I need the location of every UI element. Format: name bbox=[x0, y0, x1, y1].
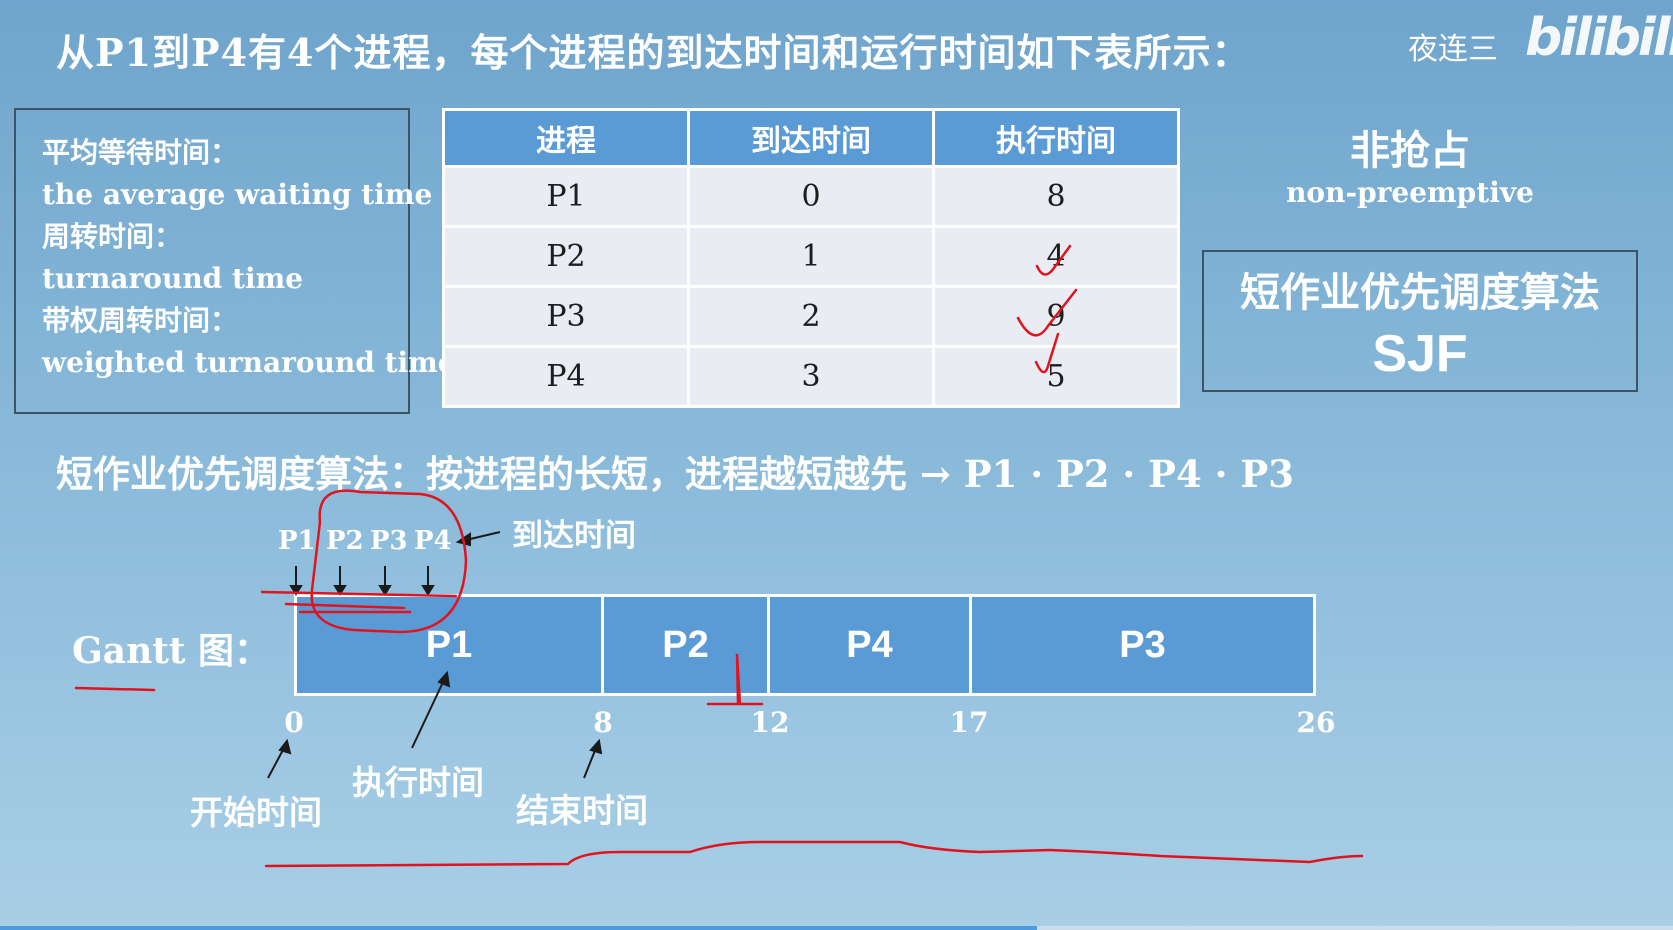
algorithm-box: 短作业优先调度算法 SJF bbox=[1202, 250, 1638, 392]
pen-circle-arrivals bbox=[310, 489, 468, 634]
arrival-label-p3: P3 bbox=[370, 526, 408, 556]
table-row: P4 3 5 bbox=[442, 345, 1180, 408]
definitions-box: 平均等待时间： the average waiting time 周转时间： t… bbox=[14, 108, 456, 414]
gantt-tick: 8 bbox=[593, 706, 613, 739]
caption-end-time: 结束时间 bbox=[516, 791, 648, 830]
col-arrival: 到达时间 bbox=[687, 108, 935, 168]
def-weighted-cn: 带权周转时间： bbox=[42, 304, 239, 337]
gantt-tick: 17 bbox=[949, 706, 989, 739]
pen-scribble-arrivals bbox=[260, 590, 458, 614]
cell-arrival: 3 bbox=[687, 345, 935, 408]
algorithm-name-en: SJF bbox=[1372, 325, 1468, 383]
arrival-time-note: 到达时间 bbox=[512, 518, 636, 554]
def-waiting-cn: 平均等待时间： bbox=[42, 136, 239, 169]
mode-label-cn: 非抢占 bbox=[1350, 127, 1470, 174]
table-row: P2 1 4 bbox=[442, 225, 1180, 288]
scheduling-rule: 短作业优先调度算法：按进程的长短，进程越短越先 → P1 · P2 · P4 ·… bbox=[56, 452, 1294, 496]
cell-process: P4 bbox=[442, 345, 690, 408]
gantt-tick: 0 bbox=[284, 706, 304, 739]
mode-label-en: non-preemptive bbox=[1286, 176, 1534, 209]
algorithm-name-cn: 短作业优先调度算法 bbox=[1240, 269, 1600, 316]
slide-title: 从P1到P4有4个进程，每个进程的到达时间和运行时间如下表所示： bbox=[56, 30, 1251, 75]
arrival-label-p2: P2 bbox=[326, 526, 364, 556]
cell-exec: 4 bbox=[932, 225, 1180, 288]
video-progress-bar[interactable] bbox=[0, 926, 1673, 930]
pen-underline-bottom bbox=[264, 840, 1364, 868]
process-table: 进程 到达时间 执行时间 P1 0 8 P2 1 4 P3 2 9 P4 3 5 bbox=[442, 108, 1180, 408]
caption-start-time: 开始时间 bbox=[190, 793, 322, 832]
cell-exec: 8 bbox=[932, 165, 1180, 228]
def-turnaround-cn: 周转时间： bbox=[42, 220, 183, 253]
cell-arrival: 0 bbox=[687, 165, 935, 228]
pen-check-p4 bbox=[1034, 332, 1060, 374]
arrow-start-time bbox=[267, 747, 285, 779]
gantt-label: Gantt 图： bbox=[72, 630, 271, 672]
cell-process: P1 bbox=[442, 165, 690, 228]
gantt-tick: 12 bbox=[750, 706, 790, 739]
col-exec: 执行时间 bbox=[932, 108, 1180, 168]
cell-process: P3 bbox=[442, 285, 690, 348]
pen-underline-gantt bbox=[74, 686, 156, 692]
col-process: 进程 bbox=[442, 108, 690, 168]
cell-arrival: 2 bbox=[687, 285, 935, 348]
arrow-arrival-note bbox=[465, 531, 501, 541]
def-waiting-en: the average waiting time bbox=[42, 178, 433, 211]
video-progress-fill bbox=[0, 926, 1038, 930]
cell-process: P2 bbox=[442, 225, 690, 288]
gantt-tick: 26 bbox=[1296, 706, 1336, 739]
author-label: 夜连三 bbox=[1408, 32, 1498, 67]
table-header-row: 进程 到达时间 执行时间 bbox=[442, 108, 1180, 168]
pen-check-p3 bbox=[1016, 288, 1078, 337]
bilibili-logo: bilibili bbox=[1525, 8, 1673, 68]
table-row: P1 0 8 bbox=[442, 165, 1180, 228]
gantt-block-p2: P2 bbox=[601, 594, 770, 696]
arrow-end-time bbox=[583, 747, 597, 779]
arrival-label-p4: P4 bbox=[414, 526, 452, 556]
table-row: P3 2 9 bbox=[442, 285, 1180, 348]
arrow-exec-time bbox=[411, 679, 445, 749]
gantt-block-p3: P3 bbox=[969, 594, 1316, 696]
pen-check-p2 bbox=[1035, 244, 1072, 276]
def-turnaround-en: turnaround time bbox=[42, 262, 304, 295]
def-weighted-en: weighted turnaround time bbox=[42, 346, 456, 379]
caption-exec-time: 执行时间 bbox=[352, 763, 484, 802]
gantt-block-p4: P4 bbox=[767, 594, 972, 696]
cell-exec: 5 bbox=[932, 345, 1180, 408]
arrival-label-p1: P1 bbox=[278, 526, 316, 556]
pen-mark-p2 bbox=[706, 653, 764, 706]
cell-arrival: 1 bbox=[687, 225, 935, 288]
